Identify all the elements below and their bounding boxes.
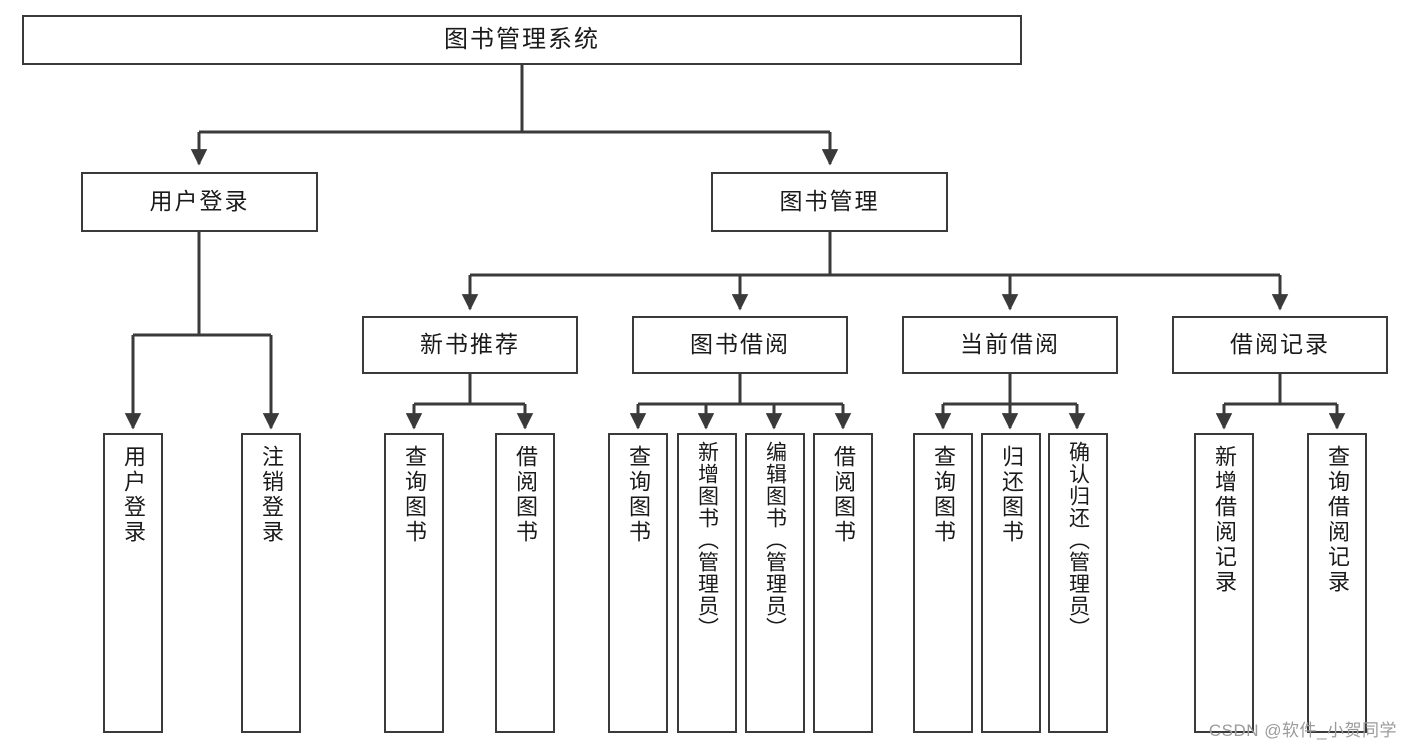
node-current-borrow[interactable]: 当前借阅 <box>902 316 1118 374</box>
leaf-book-borrow-query-book[interactable]: 查询图书 <box>608 433 668 733</box>
node-label: 借阅图书 <box>831 445 856 545</box>
leaf-new-book-borrow-book[interactable]: 借阅图书 <box>495 433 555 733</box>
leaf-current-borrow-query-book[interactable]: 查询图书 <box>913 433 973 733</box>
leaf-user-login-logout[interactable]: 注销登录 <box>241 433 301 733</box>
node-book-borrow[interactable]: 图书借阅 <box>632 316 848 374</box>
leaf-borrow-record-add-record[interactable]: 新增借阅记录 <box>1194 433 1254 733</box>
node-label: 借阅图书 <box>513 445 538 545</box>
node-label: 查询图书 <box>626 445 651 545</box>
node-label: 注销登录 <box>259 445 284 545</box>
node-book-management[interactable]: 图书管理 <box>711 172 948 232</box>
leaf-borrow-record-query-record[interactable]: 查询借阅记录 <box>1307 433 1367 733</box>
leaf-book-borrow-borrow-book[interactable]: 借阅图书 <box>813 433 873 733</box>
node-borrow-record[interactable]: 借阅记录 <box>1172 316 1388 374</box>
node-user-login[interactable]: 用户登录 <box>81 172 318 232</box>
node-root-system[interactable]: 图书管理系统 <box>22 15 1022 65</box>
node-label: 确认归还（管理员） <box>1066 441 1090 639</box>
node-label: 当前借阅 <box>960 331 1060 358</box>
leaf-book-borrow-add-book-admin[interactable]: 新增图书（管理员） <box>677 433 737 733</box>
node-label: 编辑图书（管理员） <box>763 441 787 639</box>
node-label: 图书管理 <box>779 188 880 215</box>
node-label: 借阅记录 <box>1230 331 1330 358</box>
node-label: 查询图书 <box>402 445 427 545</box>
node-label: 查询借阅记录 <box>1325 445 1350 595</box>
node-label: 图书借阅 <box>690 331 790 358</box>
node-label: 用户登录 <box>149 188 250 215</box>
node-label: 新书推荐 <box>420 331 520 358</box>
leaf-new-book-query-book[interactable]: 查询图书 <box>384 433 444 733</box>
leaf-user-login-login[interactable]: 用户登录 <box>103 433 163 733</box>
leaf-book-borrow-edit-book-admin[interactable]: 编辑图书（管理员） <box>745 433 805 733</box>
node-label: 查询图书 <box>931 445 956 545</box>
node-label: 用户登录 <box>121 445 146 545</box>
leaf-current-borrow-confirm-return-admin[interactable]: 确认归还（管理员） <box>1048 433 1108 733</box>
leaf-current-borrow-return-book[interactable]: 归还图书 <box>981 433 1041 733</box>
node-label: 新增图书（管理员） <box>695 441 719 639</box>
node-label: 归还图书 <box>999 445 1024 545</box>
node-label: 图书管理系统 <box>444 25 600 53</box>
node-new-book-recommend[interactable]: 新书推荐 <box>362 316 578 374</box>
node-label: 新增借阅记录 <box>1212 445 1237 595</box>
